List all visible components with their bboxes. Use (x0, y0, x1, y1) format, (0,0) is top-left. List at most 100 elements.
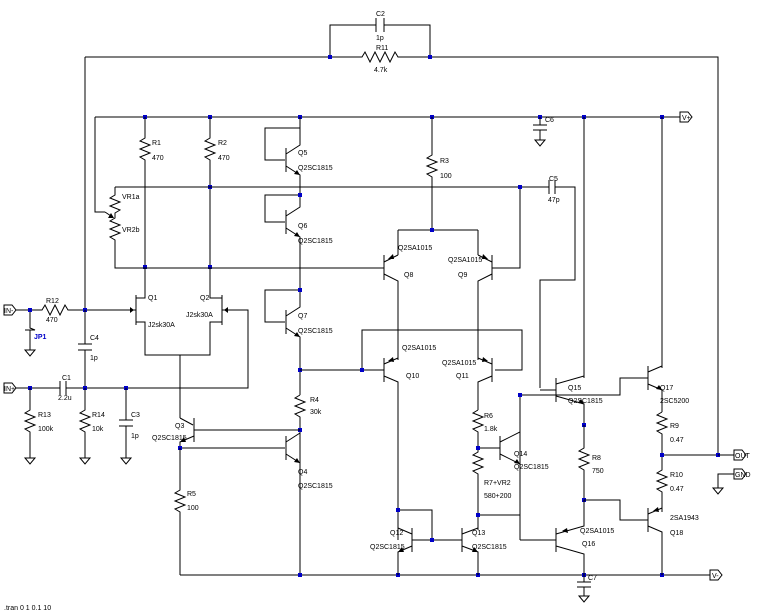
c2-value: 1p (376, 35, 384, 42)
gnd-label: GND (735, 472, 751, 479)
c3-capacitor (119, 388, 133, 465)
q12-ref: Q12 (390, 530, 403, 537)
q3-transistor (179, 355, 300, 448)
q8-ref: Q8 (404, 272, 413, 279)
q9-part: Q2SA1015 (448, 257, 482, 264)
r6-ref: R6 (484, 413, 493, 420)
r4-ref: R4 (310, 397, 319, 404)
output-stage (647, 117, 718, 575)
q14-part: Q2SC1815 (514, 464, 549, 471)
q7-part: Q2SC1815 (298, 328, 333, 335)
v-plus-port (679, 111, 693, 123)
q17-ref: Q17 (660, 385, 673, 392)
c5-capacitor (495, 180, 576, 388)
r8-resistor (577, 377, 648, 525)
v-minus-port (709, 569, 723, 581)
q1-part: J2sk30A (148, 322, 175, 329)
q5-q6-q7-stack (264, 117, 301, 395)
q3-ref: Q3 (175, 423, 184, 430)
in-plus-port (3, 382, 17, 394)
spice-directive: .tran 0 1 0.1 10 (4, 605, 51, 612)
r2-ref: R2 (218, 140, 227, 147)
c4-value: 1p (90, 355, 98, 362)
r3-resistor (397, 117, 479, 255)
r8-ref: R8 (592, 455, 601, 462)
r2-resistor (203, 117, 217, 268)
r7-ref: R7+VR2 (484, 480, 511, 487)
q6-ref: Q6 (298, 223, 307, 230)
q7-ref: Q7 (298, 313, 307, 320)
q10-ref: Q10 (406, 373, 419, 380)
r12-value: 470 (46, 317, 58, 324)
r13-ref: R13 (38, 412, 51, 419)
q3-part: Q2SC1815 (152, 435, 187, 442)
r9-value: 0.47 (670, 437, 684, 444)
c1-ref: C1 (62, 375, 71, 382)
v-plus-label: V+ (682, 115, 691, 122)
in-minus-port (3, 304, 17, 316)
q6-part: Q2SC1815 (298, 238, 333, 245)
q4-part: Q2SC1815 (298, 483, 333, 490)
q13-ref: Q13 (472, 530, 485, 537)
r13-value: 100k (38, 426, 54, 433)
r14-resistor (78, 388, 92, 465)
q8-part: Q2SA1015 (398, 245, 432, 252)
c7-capacitor (577, 575, 591, 603)
r8-value: 750 (592, 468, 604, 475)
q16-part: Q2SA1015 (580, 528, 614, 535)
q11-ref: Q11 (456, 373, 469, 380)
in-minus-label: IN- (4, 308, 14, 315)
r1-ref: R1 (152, 140, 161, 147)
r11-value: 4.7k (374, 67, 388, 74)
r14-value: 10k (92, 426, 104, 433)
r5-value: 100 (187, 505, 199, 512)
q11-part: Q2SA1015 (442, 360, 476, 367)
c6-capacitor (533, 117, 547, 147)
q12-part: Q2SC1815 (370, 544, 405, 551)
q1-ref: Q1 (148, 295, 157, 302)
r10-value: 0.47 (670, 486, 684, 493)
r1-resistor (138, 117, 152, 268)
q15-driver (540, 117, 585, 425)
q1-jfet (130, 268, 180, 356)
r5-resistor (173, 448, 187, 575)
r7-value: 580+200 (484, 493, 512, 500)
q13-part: Q2SC1815 (472, 544, 507, 551)
q16-driver (519, 499, 648, 575)
q9-ref: Q9 (458, 272, 467, 279)
q18-ref: Q18 (670, 530, 683, 537)
c3-ref: C3 (131, 412, 140, 419)
q8-q9-pair (380, 254, 495, 360)
c1-value: 2.2u (58, 395, 72, 402)
r13-resistor (23, 388, 37, 465)
q15-ref: Q15 (568, 385, 581, 392)
r6-r7-q14 (471, 394, 584, 530)
jp1-label: JP1 (34, 334, 47, 341)
q17-part: 2SC5200 (660, 398, 689, 405)
out-label: OUT (735, 453, 751, 460)
c4-ref: C4 (90, 335, 99, 342)
r9-ref: R9 (670, 423, 679, 430)
q4-ref: Q4 (298, 469, 307, 476)
r5-ref: R5 (187, 491, 196, 498)
v-plus-rail (94, 111, 693, 213)
vr1-label: VR1a (122, 194, 140, 201)
q18-part: 2SA1943 (670, 515, 699, 522)
c5-ref: C5 (549, 176, 558, 183)
v-minus-label: V- (712, 573, 719, 580)
vr1-vr2-pots (104, 186, 520, 269)
c2-ref: C2 (376, 11, 385, 18)
c3-value: 1p (131, 433, 139, 440)
r6-value: 1.8k (484, 426, 498, 433)
out-port (718, 449, 747, 461)
c5-value: 47p (548, 197, 560, 204)
r3-ref: R3 (440, 158, 449, 165)
c6-ref: C6 (545, 117, 554, 124)
q16-ref: Q16 (582, 541, 595, 548)
input-in-plus (3, 309, 249, 395)
q5-part: Q2SC1815 (298, 165, 333, 172)
q10-part: Q2SA1015 (402, 345, 436, 352)
q14-ref: Q14 (514, 451, 527, 458)
q2-jfet (180, 268, 228, 356)
